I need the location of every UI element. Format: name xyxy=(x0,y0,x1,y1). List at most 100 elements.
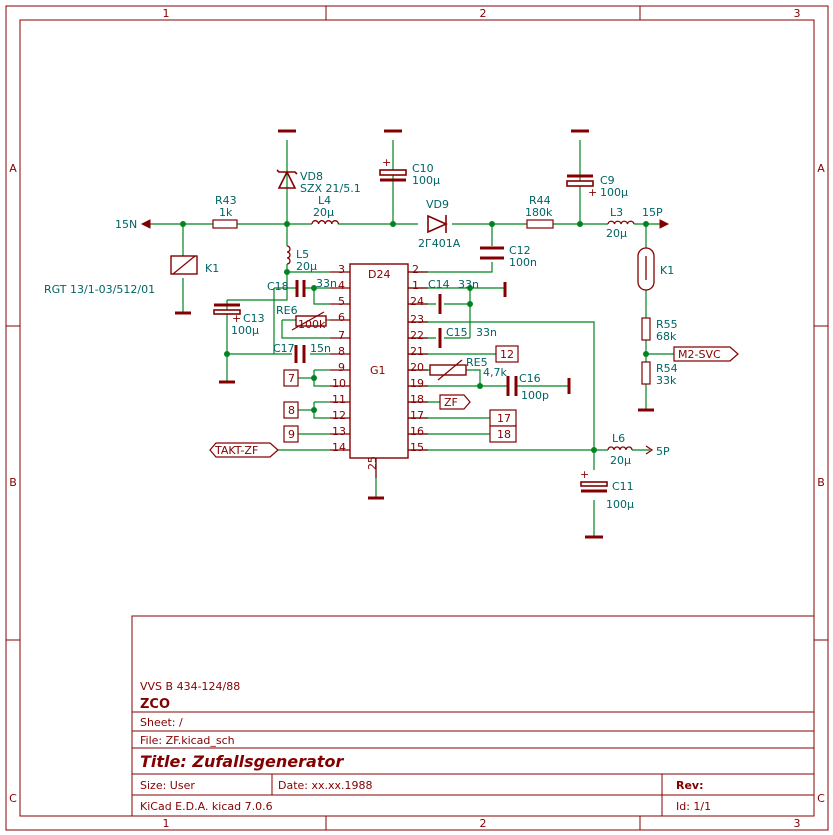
svg-text:+: + xyxy=(232,312,241,325)
resistor-r44[interactable]: R44 180k xyxy=(525,194,554,229)
svg-text:RE6: RE6 xyxy=(276,304,298,317)
svg-text:L3: L3 xyxy=(610,206,623,219)
ic-right-pins: 2 1 24 23 22 21 20 19 18 17 16 15 xyxy=(408,263,428,454)
svg-text:11: 11 xyxy=(332,393,346,406)
svg-text:R43: R43 xyxy=(215,194,237,207)
row-label: B xyxy=(817,476,825,489)
capacitor-c10[interactable]: + C10 100µ xyxy=(379,156,440,187)
row-label: A xyxy=(9,162,17,175)
ic-left-pins: 3 4 5 6 7 8 9 10 11 12 13 14 xyxy=(330,263,350,454)
svg-text:15P: 15P xyxy=(642,206,663,219)
svg-text:100k: 100k xyxy=(298,318,326,331)
inductor-l6[interactable]: L6 20µ xyxy=(607,432,633,467)
svg-text:33k: 33k xyxy=(656,374,677,387)
col-label: 2 xyxy=(480,817,487,830)
resistor-r43[interactable]: R43 1k xyxy=(212,194,238,229)
svg-text:10: 10 xyxy=(332,377,346,390)
title-block-rev: Rev: xyxy=(676,779,704,792)
svg-text:C15: C15 xyxy=(446,326,468,339)
capacitor-c17[interactable]: C17 15n xyxy=(273,342,331,363)
svg-text:17: 17 xyxy=(410,409,424,422)
svg-text:K1: K1 xyxy=(205,262,219,275)
wires xyxy=(150,140,674,536)
hier-label-m2-svc[interactable]: M2-SVC xyxy=(673,346,739,362)
svg-text:L5: L5 xyxy=(296,248,309,261)
resistor-r54[interactable]: R54 33k xyxy=(641,361,678,387)
power-flag-15n: 15N xyxy=(115,218,151,231)
capacitor-c16[interactable]: C16 100p xyxy=(506,372,549,402)
svg-text:7: 7 xyxy=(288,372,295,385)
svg-text:RE5: RE5 xyxy=(466,356,488,369)
col-label: 3 xyxy=(794,7,801,20)
svg-text:100µ: 100µ xyxy=(231,324,259,337)
sheet-pin-18[interactable]: 18 xyxy=(489,425,517,443)
ic-d24[interactable]: D24 G1 3 4 5 6 7 8 9 10 11 12 13 14 xyxy=(330,263,428,478)
inductor-l5[interactable]: L5 20µ xyxy=(286,245,317,273)
capacitor-c12[interactable]: C12 100n xyxy=(480,244,537,269)
svg-text:12: 12 xyxy=(500,348,514,361)
trimmer-re5[interactable]: RE5 4,7k xyxy=(429,356,507,381)
sheet-pin-17[interactable]: 17 xyxy=(489,409,517,427)
svg-text:C9: C9 xyxy=(600,174,615,187)
svg-text:68k: 68k xyxy=(656,330,677,343)
capacitor-c18[interactable]: C18 33n xyxy=(267,277,337,297)
svg-text:+: + xyxy=(580,468,589,481)
hier-label-zf[interactable]: ZF xyxy=(439,394,471,410)
relay-coil-k1[interactable]: K1 RGT 13/1-03/512/01 xyxy=(44,255,219,296)
svg-text:C16: C16 xyxy=(519,372,541,385)
svg-text:R44: R44 xyxy=(529,194,551,207)
svg-text:100µ: 100µ xyxy=(600,186,628,199)
capacitor-c14[interactable]: C14 33n xyxy=(428,278,479,314)
svg-text:20µ: 20µ xyxy=(313,206,334,219)
row-label: C xyxy=(9,792,17,805)
sheet-pin-7[interactable]: 7 xyxy=(283,369,299,387)
inductor-l4[interactable]: L4 20µ xyxy=(311,194,340,225)
svg-text:4,7k: 4,7k xyxy=(483,366,507,379)
zener-diode-vd8[interactable]: VD8 SZX 21/5.1 xyxy=(276,169,361,195)
row-label: C xyxy=(817,792,825,805)
capacitor-c13[interactable]: + C13 100µ xyxy=(213,303,265,337)
svg-text:+: + xyxy=(382,156,391,169)
title-block-sheet: Sheet: / xyxy=(140,716,183,729)
svg-text:C13: C13 xyxy=(243,312,265,325)
sheet-pin-8[interactable]: 8 xyxy=(283,401,299,419)
svg-text:G1: G1 xyxy=(370,364,386,377)
diode-vd9[interactable]: VD9 2Г401A xyxy=(418,198,461,250)
svg-text:100µ: 100µ xyxy=(606,498,634,511)
svg-text:R55: R55 xyxy=(656,318,678,331)
svg-text:100µ: 100µ xyxy=(412,174,440,187)
capacitor-c9[interactable]: + C9 100µ xyxy=(566,174,628,199)
power-flag-15p: 15P xyxy=(642,206,670,229)
svg-text:100p: 100p xyxy=(521,389,549,402)
hier-label-takt-zf[interactable]: TAKT-ZF xyxy=(209,442,279,458)
svg-text:15N: 15N xyxy=(115,218,137,231)
svg-text:+: + xyxy=(588,186,597,199)
svg-text:5: 5 xyxy=(338,295,345,308)
svg-text:1k: 1k xyxy=(219,206,233,219)
power-flag-5p: 5P xyxy=(645,445,670,458)
svg-text:SZX 21/5.1: SZX 21/5.1 xyxy=(300,182,361,195)
svg-text:RGT 13/1-03/512/01: RGT 13/1-03/512/01 xyxy=(44,283,155,296)
svg-text:33n: 33n xyxy=(316,277,337,290)
resistor-r55[interactable]: R55 68k xyxy=(641,317,678,343)
svg-text:17: 17 xyxy=(497,412,511,425)
relay-contact-k1[interactable]: K1 xyxy=(637,247,674,291)
inductor-l3[interactable]: L3 20µ xyxy=(606,206,635,240)
sheet-pin-12[interactable]: 12 xyxy=(495,345,519,363)
trimmer-re6[interactable]: RE6 100k xyxy=(276,304,327,331)
svg-text:ZF: ZF xyxy=(444,396,458,409)
svg-text:23: 23 xyxy=(410,313,424,326)
col-label: 1 xyxy=(163,817,170,830)
sheet-pin-9[interactable]: 9 xyxy=(283,425,299,443)
svg-text:6: 6 xyxy=(338,311,345,324)
svg-text:5P: 5P xyxy=(656,445,670,458)
title-block-company: VVS B 434-124/88 xyxy=(140,680,240,693)
title-block-date: Date: xx.xx.1988 xyxy=(278,779,373,792)
svg-text:C12: C12 xyxy=(509,244,531,257)
svg-text:C14: C14 xyxy=(428,278,450,291)
capacitor-c15[interactable]: C15 33n xyxy=(438,326,497,348)
svg-text:16: 16 xyxy=(410,425,424,438)
capacitor-c11[interactable]: + C11 100µ xyxy=(580,468,634,511)
svg-text:VD9: VD9 xyxy=(426,198,449,211)
svg-text:20: 20 xyxy=(410,361,424,374)
